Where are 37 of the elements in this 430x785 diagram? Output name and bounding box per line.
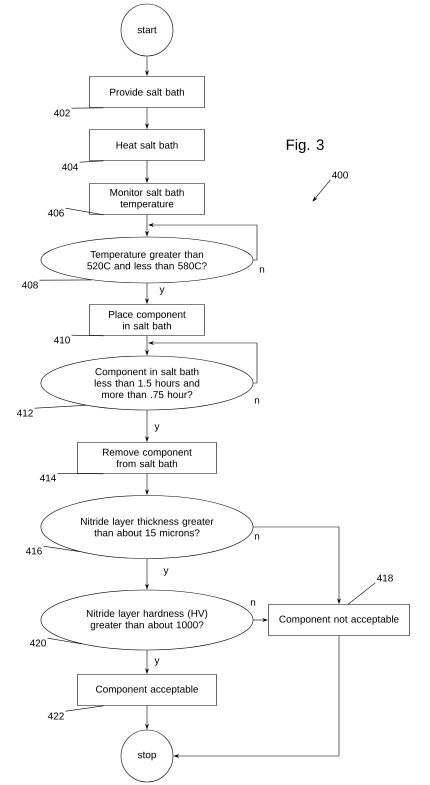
reference-number: 418	[376, 574, 393, 582]
reference-number: 416	[26, 547, 42, 555]
process-box: Remove component from salt bath	[77, 442, 217, 474]
edge-label: y	[162, 567, 170, 577]
leader-line	[47, 638, 82, 644]
leader-line	[65, 706, 104, 712]
leader-line	[348, 582, 376, 604]
edge-label: n	[249, 599, 257, 607]
leader-line	[79, 160, 104, 162]
leader-line	[65, 208, 104, 216]
reference-number: 422	[48, 712, 64, 720]
reference-number: 400	[332, 171, 348, 179]
process-box: Provide salt bath	[89, 76, 205, 108]
reference-number: 406	[48, 209, 64, 217]
figure-title: Fig. 3	[286, 139, 324, 153]
process-box: Heat salt bath	[89, 129, 205, 161]
process-box: Place component in salt bath	[89, 304, 205, 336]
reference-number: 410	[54, 336, 70, 344]
reference-number: 408	[22, 281, 38, 289]
edge-label: y	[158, 286, 166, 296]
process-box: Component acceptable	[77, 674, 217, 706]
edge-label: n	[258, 266, 266, 274]
leader-line	[57, 472, 104, 474]
reference-number: 404	[62, 163, 78, 171]
edge-label: n	[253, 533, 261, 541]
leader-line	[71, 334, 104, 336]
reference-number: 414	[40, 474, 56, 482]
reference-number: 420	[30, 639, 46, 647]
reference-number: 412	[16, 410, 33, 416]
leader-line	[34, 405, 86, 409]
process-box: Component not acceptable	[268, 604, 410, 636]
leader-line	[43, 546, 80, 552]
process-box: Monitor salt bath temperature	[89, 183, 205, 215]
edge-label: y	[154, 657, 160, 667]
edge-label: y	[154, 423, 160, 433]
reference-number: 402	[54, 109, 70, 117]
edge-label: n	[253, 397, 261, 405]
